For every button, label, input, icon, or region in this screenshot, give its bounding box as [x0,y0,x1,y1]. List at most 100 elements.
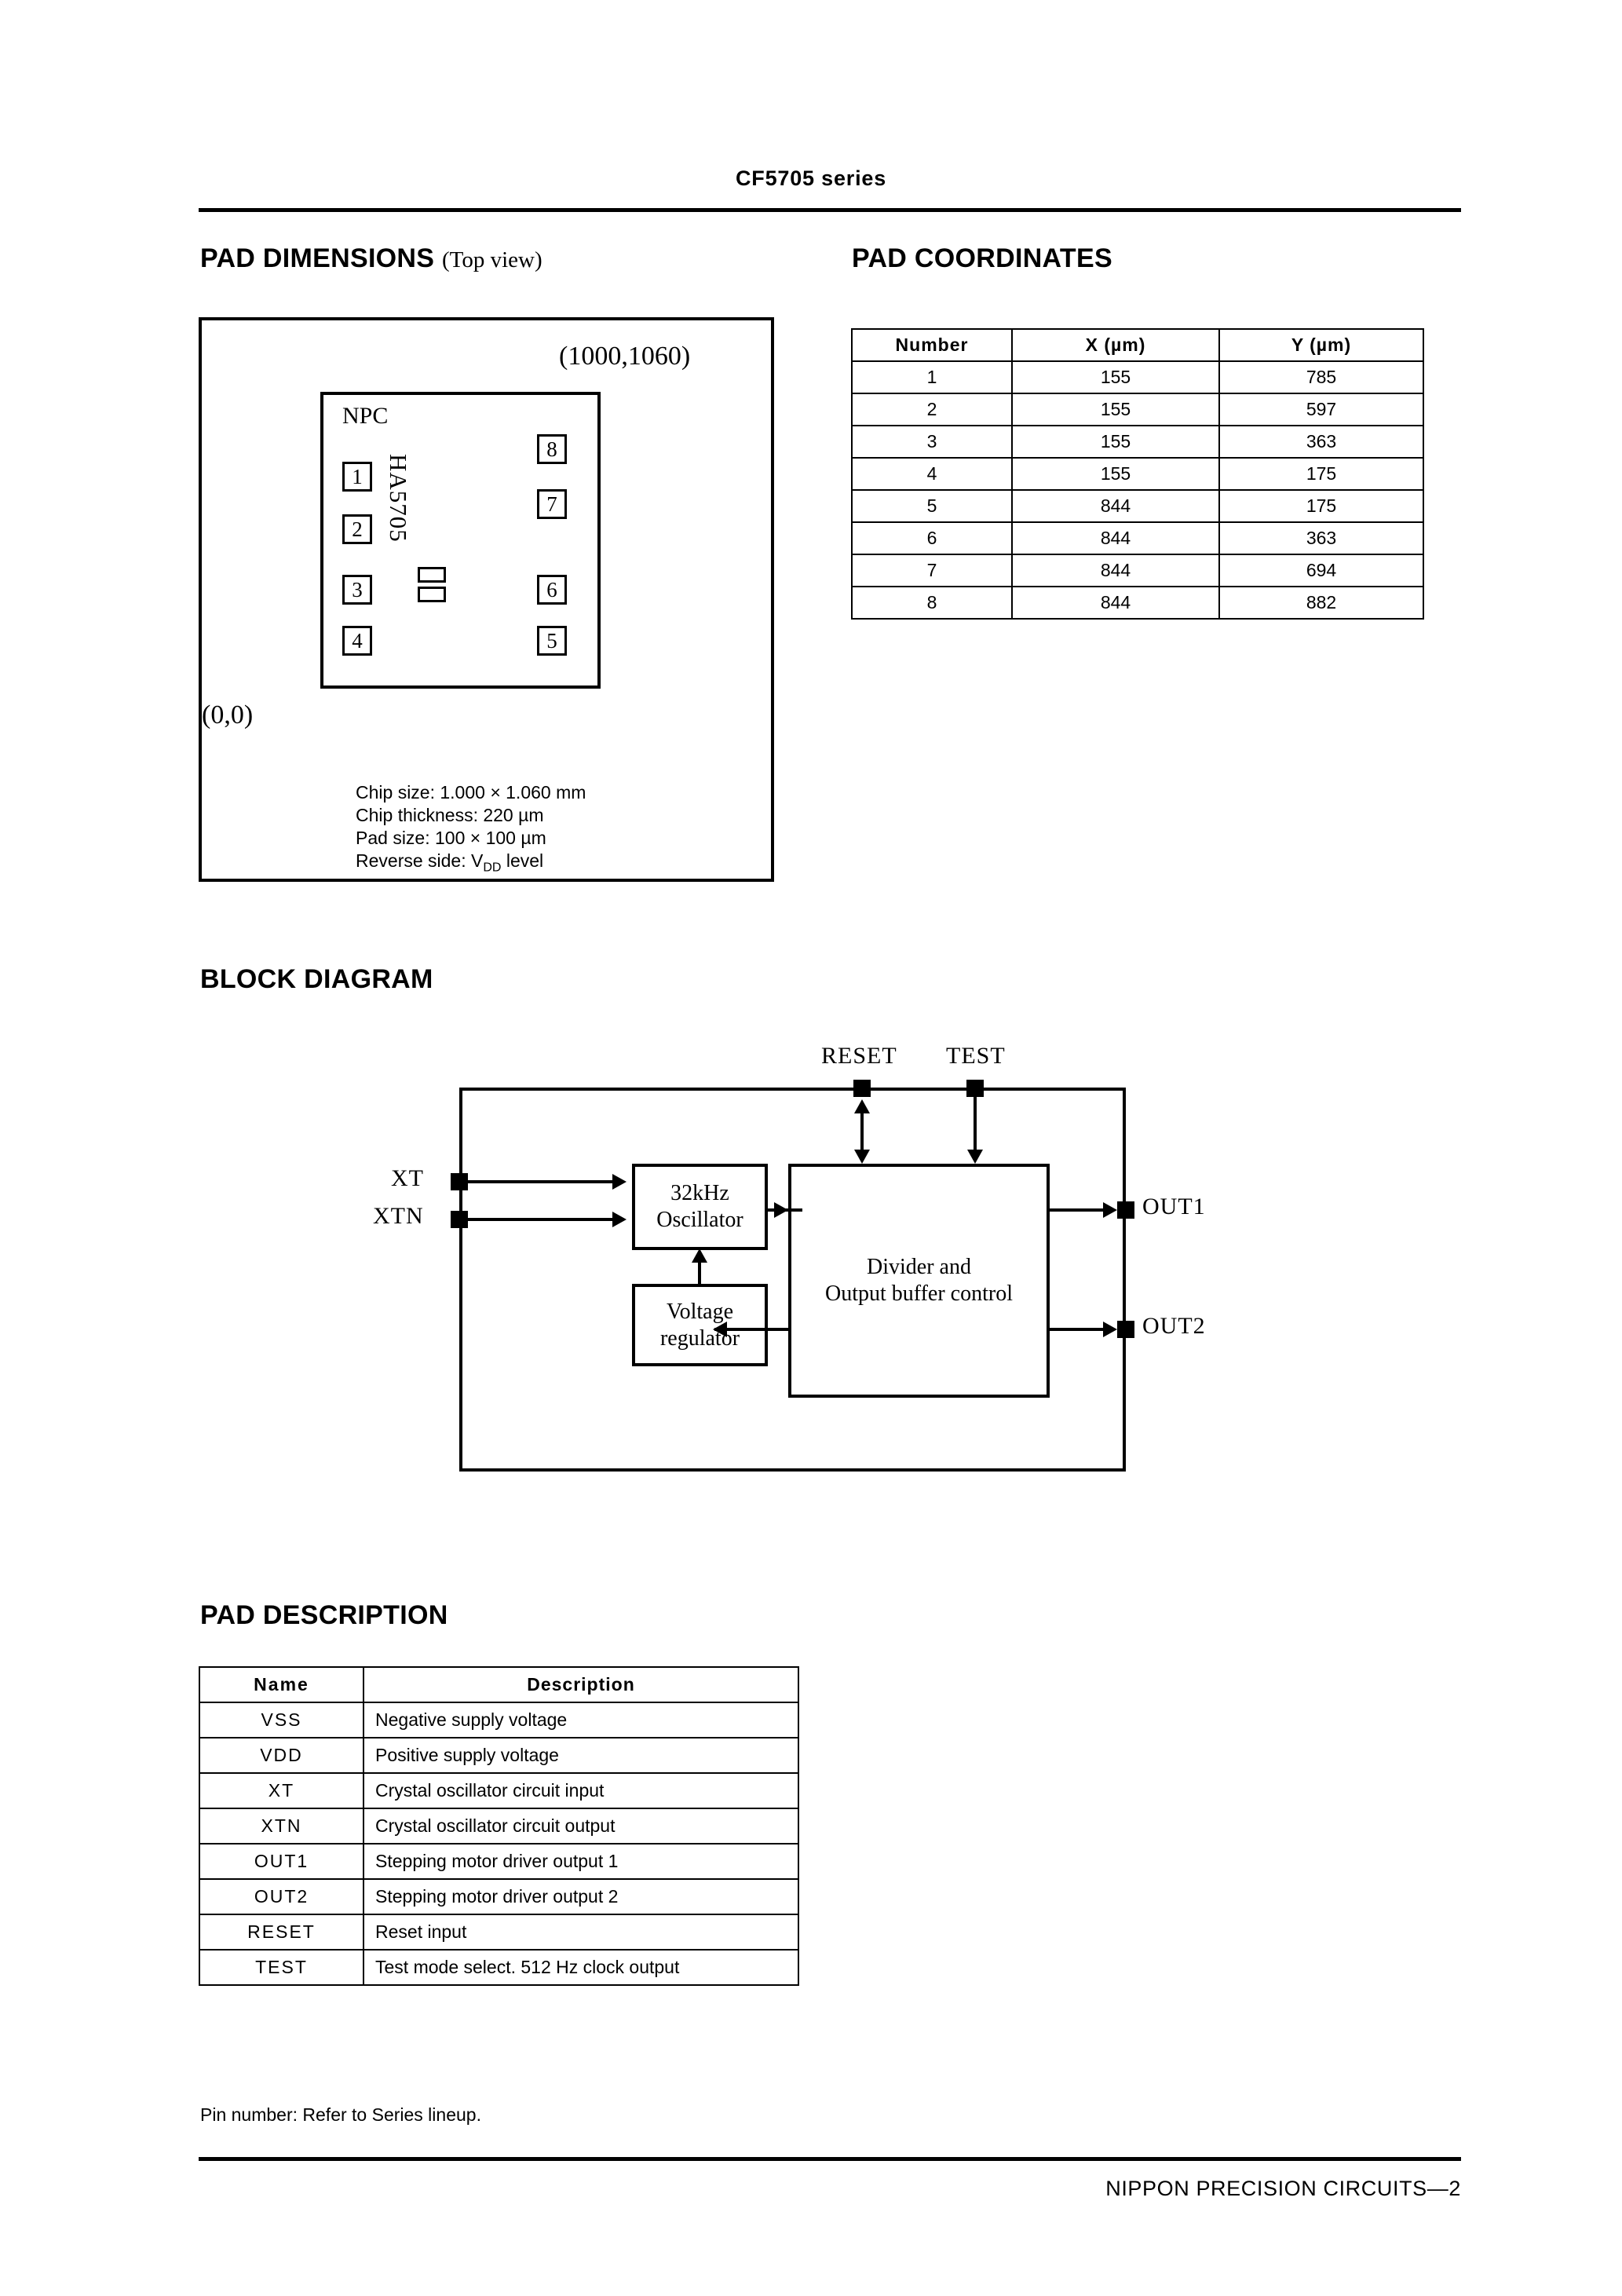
arrowhead-divider-to-out1 [1103,1202,1117,1218]
section-heading-pad-description: PAD DESCRIPTION [200,1600,448,1631]
spec-reverse-subscript: DD [483,861,502,875]
chip-pad-unlabeled-upper [418,567,446,583]
cell-y: 363 [1218,425,1424,459]
table-row: VSS Negative supply voltage [199,1702,799,1738]
chip-pad-5: 5 [537,626,567,656]
spec-reverse-side: Reverse side: VDD level [356,850,586,879]
section-heading-pad-dimensions: PAD DIMENSIONS (Top view) [200,243,542,274]
page-header-title: CF5705 series [735,166,887,190]
cell-x: 155 [1011,360,1220,394]
cell-number: 2 [851,393,1013,426]
spec-chip-thickness: Chip thickness: 220 µm [356,805,544,825]
vendor-mark-label: NPC [342,403,389,429]
cell-number: 6 [851,521,1013,555]
pin-label-out1: OUT1 [1142,1194,1206,1219]
table-row: 7 844 694 [851,554,1424,587]
pin-pad-test [966,1080,984,1097]
arrowhead-oscillator-to-divider [774,1202,788,1218]
cell-number: 8 [851,586,1013,620]
chip-specifications: Chip size: 1.000 × 1.060 mm Chip thickne… [356,781,586,879]
cell-pad-name: OUT1 [199,1843,364,1880]
chip-pad-1: 1 [342,462,372,492]
pad-description-table: Name Description VSS Negative supply vol… [199,1666,799,1986]
pin-label-xtn: XTN [373,1203,424,1229]
spec-chip-size: Chip size: 1.000 × 1.060 mm [356,782,586,803]
table-header-row: Number X (µm) Y (µm) [851,328,1424,362]
spec-reverse-prefix: Reverse side: V [356,850,484,871]
pad-dimensions-figure: (1000,1060) (0,0) NPC HA5705 1 2 3 4 5 6… [199,317,774,882]
cell-x: 155 [1011,457,1220,491]
chip-pad-3: 3 [342,575,372,605]
table-row: XTN Crystal oscillator circuit output [199,1808,799,1844]
arrowhead-xt-to-oscillator [612,1174,627,1190]
cell-pad-description: Crystal oscillator circuit output [363,1808,799,1844]
pin-pad-xt [451,1173,468,1190]
arrowhead-xtn-to-oscillator [612,1212,627,1227]
cell-pad-name: TEST [199,1949,364,1986]
wire-divider-to-out1 [1050,1208,1106,1212]
wire-xt-to-oscillator [468,1180,612,1183]
cell-y: 175 [1218,457,1424,491]
wire-regulator-to-oscillator [698,1260,701,1287]
chip-outline: NPC HA5705 1 2 3 4 5 6 7 8 [320,392,601,689]
table-row: XT Crystal oscillator circuit input [199,1772,799,1809]
chip-pad-unlabeled-lower [418,587,446,602]
table-row: 1 155 785 [851,360,1424,394]
cell-number: 5 [851,489,1013,523]
table-row: 6 844 363 [851,521,1424,555]
footer-divider [199,2157,1461,2161]
wire-xtn-to-oscillator [468,1218,612,1221]
cell-number: 1 [851,360,1013,394]
arrowhead-reset-down [854,1150,870,1164]
footer-company-page: NIPPON PRECISION CIRCUITS—2 [1105,2177,1461,2200]
pin-label-out2: OUT2 [1142,1313,1206,1339]
cell-x: 155 [1011,393,1220,426]
col-header-name: Name [199,1666,364,1703]
section-heading-block-diagram: BLOCK DIAGRAM [200,964,433,995]
table-row: 5 844 175 [851,489,1424,523]
cell-pad-description: Stepping motor driver output 1 [363,1843,799,1880]
pin-label-test: TEST [946,1043,1006,1069]
pad-dimensions-title: PAD DIMENSIONS [200,243,435,273]
col-header-number: Number [851,328,1013,362]
cell-y: 694 [1218,554,1424,587]
cell-pad-description: Reset input [363,1914,799,1951]
chip-pad-8: 8 [537,434,567,464]
pin-pad-reset [853,1080,871,1097]
table-row: OUT2 Stepping motor driver output 2 [199,1878,799,1915]
table-header-row: Name Description [199,1666,799,1703]
cell-x: 844 [1011,554,1220,587]
pad-description-title: PAD DESCRIPTION [200,1600,448,1630]
table-row: 3 155 363 [851,425,1424,459]
cell-pad-description: Stepping motor driver output 2 [363,1878,799,1915]
arrowhead-reset-up [854,1099,870,1113]
cell-pad-name: VDD [199,1737,364,1774]
cell-number: 3 [851,425,1013,459]
arrowhead-test-down [967,1150,983,1164]
table-row: 8 844 882 [851,586,1424,620]
pin-pad-xtn [451,1211,468,1228]
table-row: 4 155 175 [851,457,1424,491]
cell-pad-description: Crystal oscillator circuit input [363,1772,799,1809]
wire-test-to-divider [974,1097,977,1160]
col-header-description: Description [363,1666,799,1703]
wire-divider-to-out2 [1050,1328,1106,1331]
cell-y: 363 [1218,521,1424,555]
chip-boundary-rect [459,1088,1126,1472]
spec-reverse-suffix: level [501,850,544,871]
pin-pad-out1 [1117,1201,1134,1219]
pad-coordinates-title: PAD COORDINATES [852,243,1112,273]
spec-pad-size: Pad size: 100 × 100 µm [356,828,546,848]
header-divider [199,208,1461,212]
chip-pad-4: 4 [342,626,372,656]
table-row: OUT1 Stepping motor driver output 1 [199,1843,799,1880]
coordinate-label-top-right: (1000,1060) [559,342,691,371]
pin-label-reset: RESET [821,1043,897,1069]
